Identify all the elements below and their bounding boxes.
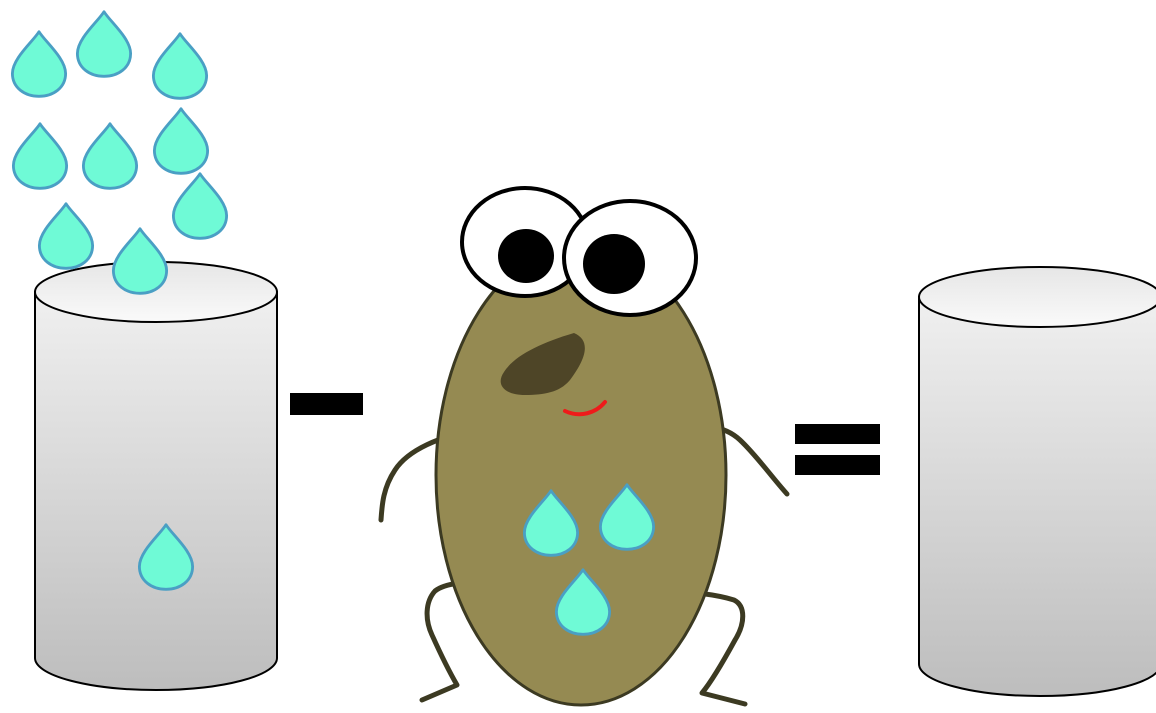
equals-sign	[795, 424, 880, 475]
drops-above-left-cylinder	[12, 12, 226, 294]
water-drop-icon	[173, 174, 226, 239]
water-drop-icon	[77, 12, 130, 77]
right-cylinder	[919, 267, 1156, 696]
creature-body	[436, 245, 726, 705]
creature	[381, 188, 787, 705]
water-drop-icon	[39, 204, 92, 269]
water-drop-icon	[153, 34, 206, 99]
water-drop-icon	[13, 124, 66, 189]
minus-sign	[290, 393, 363, 415]
water-drop-icon	[83, 124, 136, 189]
creature-left-pupil	[498, 229, 554, 283]
water-drop-icon	[154, 109, 207, 174]
water-drop-icon	[113, 229, 166, 294]
left-cylinder	[35, 262, 277, 690]
water-drop-icon	[12, 32, 65, 97]
creature-right-pupil	[583, 234, 645, 294]
